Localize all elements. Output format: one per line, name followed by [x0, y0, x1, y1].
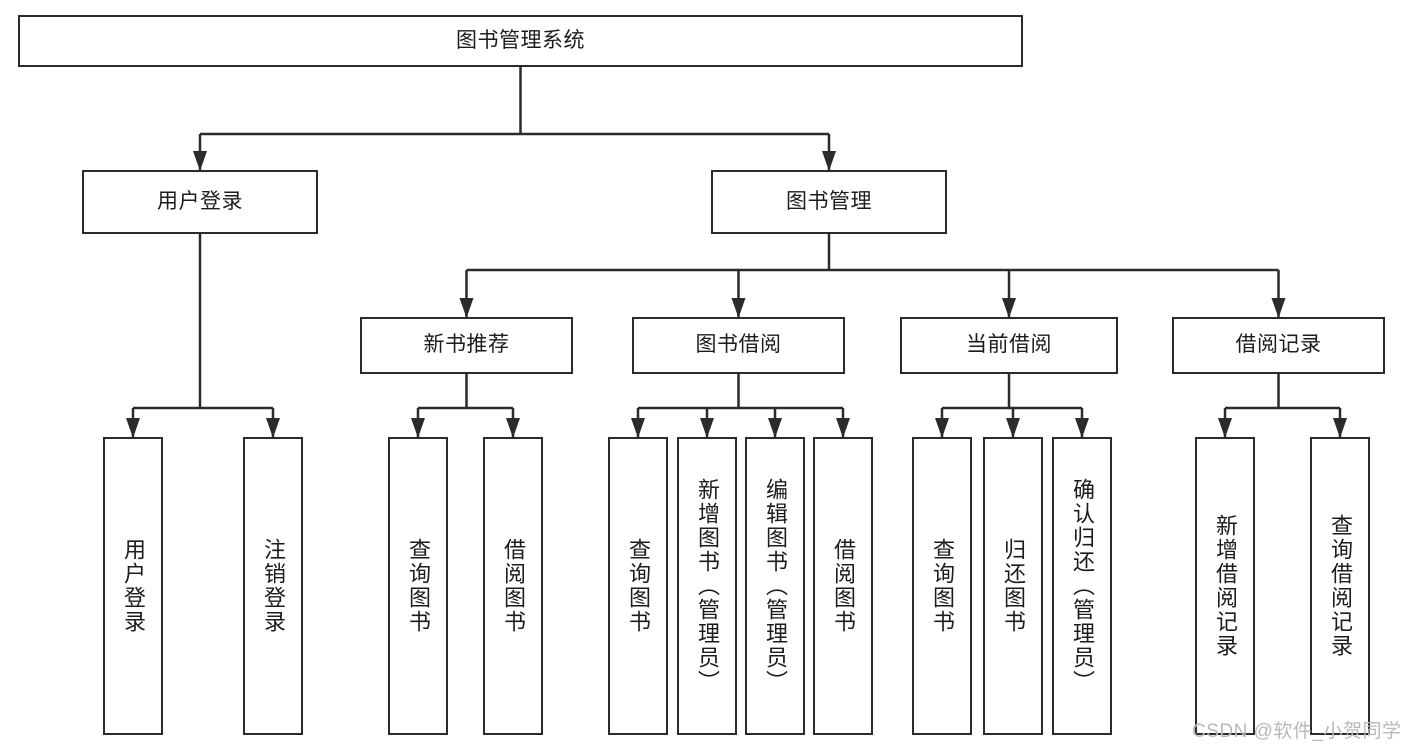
arrow-head-icon	[1333, 418, 1347, 438]
arrow-head-icon	[1006, 418, 1020, 438]
node-label: 编辑图书（管理员）	[763, 478, 788, 694]
node-n06[interactable]: 新增图书（管理员）	[677, 437, 737, 735]
node-label: 借阅图书	[501, 538, 526, 634]
arrow-head-icon	[822, 151, 836, 171]
arrow-head-icon	[459, 298, 474, 318]
node-n13[interactable]: 查询借阅记录	[1310, 437, 1370, 735]
node-l2d[interactable]: 借阅记录	[1172, 317, 1385, 374]
arrow-head-icon	[1075, 418, 1089, 438]
arrow-head-icon	[193, 151, 207, 171]
node-root[interactable]: 图书管理系统	[18, 15, 1023, 67]
node-label: 借阅记录	[1235, 333, 1322, 357]
node-label: 查询图书	[406, 538, 431, 634]
arrow-head-icon	[731, 298, 746, 318]
node-l1a[interactable]: 用户登录	[82, 170, 318, 234]
arrow-head-icon	[266, 418, 280, 438]
node-label: 注销登录	[261, 538, 286, 634]
arrow-head-icon	[1218, 418, 1232, 438]
node-l1b[interactable]: 图书管理	[711, 170, 947, 234]
node-label: 用户登录	[157, 189, 243, 213]
node-n04[interactable]: 借阅图书	[483, 437, 543, 735]
node-n02[interactable]: 注销登录	[243, 437, 303, 735]
node-n07[interactable]: 编辑图书（管理员）	[745, 437, 805, 735]
node-l2c[interactable]: 当前借阅	[900, 317, 1118, 374]
arrow-head-icon	[1271, 298, 1286, 318]
node-n11[interactable]: 确认归还（管理员）	[1052, 437, 1112, 735]
node-label: 确认归还（管理员）	[1070, 478, 1095, 694]
node-label: 查询借阅记录	[1328, 514, 1353, 658]
node-label: 查询图书	[930, 538, 955, 634]
arrow-head-icon	[768, 418, 782, 438]
node-n01[interactable]: 用户登录	[103, 437, 163, 735]
node-label: 图书管理	[786, 189, 872, 213]
node-label: 查询图书	[626, 538, 651, 634]
arrow-head-icon	[700, 418, 714, 438]
arrow-head-icon	[126, 418, 140, 438]
arrow-head-icon	[836, 418, 850, 438]
node-n10[interactable]: 归还图书	[983, 437, 1043, 735]
node-label: 图书管理系统	[456, 28, 585, 52]
node-n09[interactable]: 查询图书	[912, 437, 972, 735]
node-label: 用户登录	[121, 538, 146, 634]
node-n12[interactable]: 新增借阅记录	[1195, 437, 1255, 735]
node-l2a[interactable]: 新书推荐	[360, 317, 573, 374]
node-label: 当前借阅	[966, 333, 1052, 357]
node-label: 新增图书（管理员）	[695, 478, 720, 694]
arrow-head-icon	[631, 418, 645, 438]
arrow-head-icon	[1002, 298, 1016, 318]
arrow-head-icon	[935, 418, 949, 438]
arrow-head-icon	[506, 418, 520, 438]
node-label: 图书借阅	[695, 333, 782, 357]
arrow-head-icon	[411, 418, 425, 438]
node-n03[interactable]: 查询图书	[388, 437, 448, 735]
node-label: 归还图书	[1001, 538, 1026, 634]
node-label: 新增借阅记录	[1213, 514, 1238, 658]
node-n05[interactable]: 查询图书	[608, 437, 668, 735]
node-label: 新书推荐	[423, 333, 510, 357]
node-n08[interactable]: 借阅图书	[813, 437, 873, 735]
node-l2b[interactable]: 图书借阅	[632, 317, 845, 374]
node-label: 借阅图书	[831, 538, 856, 634]
